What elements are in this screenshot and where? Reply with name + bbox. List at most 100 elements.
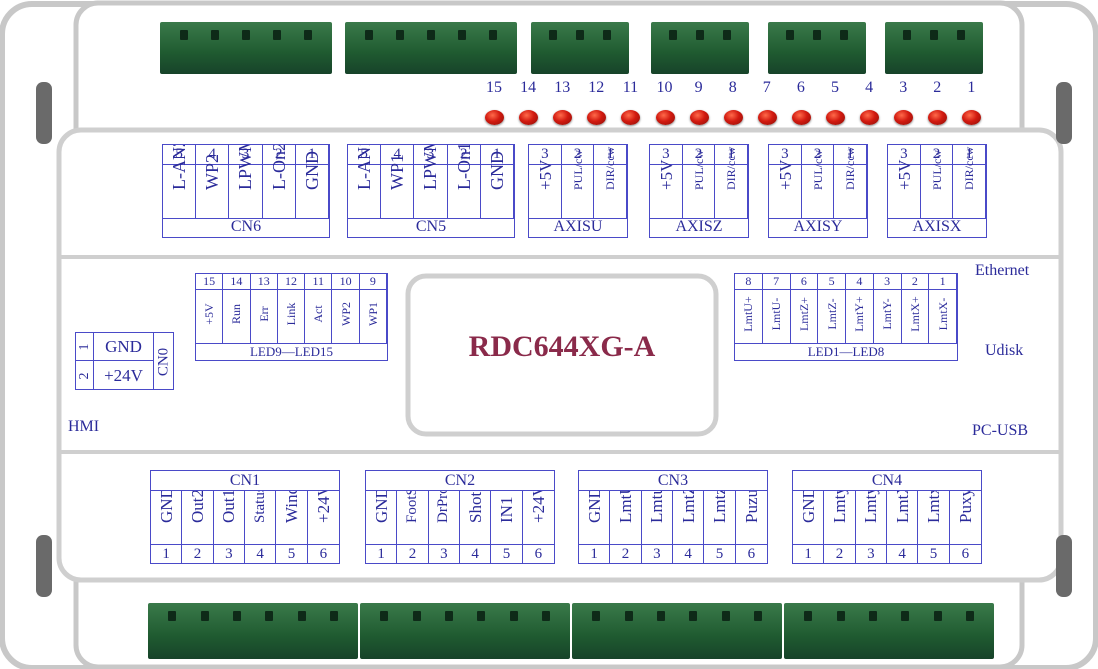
bottom-connector-cn3: [572, 603, 782, 659]
axisy-pin-number: 3: [769, 147, 801, 165]
led1_8-led-signal: LmtU+: [741, 296, 756, 332]
led9_15-led-signal: Run: [229, 304, 244, 325]
bottom-connector-cn4: [784, 603, 994, 659]
cn5-title: CN5: [415, 218, 447, 235]
axisz-pin-signal: +5V: [656, 159, 676, 190]
cn6-pin-number: 2: [262, 147, 295, 165]
axisx-pin-signal: DIR/ccw: [962, 146, 977, 190]
led-number: 14: [520, 79, 537, 96]
cn3-pin-number: 1: [579, 544, 610, 562]
led1_8-led-number: 2: [901, 275, 929, 290]
cn2-pin-signal: Shot: [465, 491, 485, 523]
cn4-pin-4: LmtX-4: [887, 490, 919, 563]
cn5-pin-signal: LPWM1: [420, 145, 441, 190]
led-indicator: [928, 110, 948, 125]
cn4-pin-number: 3: [855, 544, 886, 562]
led1_8-led-number: 4: [846, 275, 873, 290]
top-connector-axisz: [651, 22, 749, 74]
led9_15-led-15: 15+5V: [196, 274, 224, 344]
cn3-pin-signal: LmtZ-: [678, 490, 698, 523]
top-connector-axisu: [531, 22, 629, 74]
axisx-pin-number: 3: [888, 147, 920, 165]
axisz-pin-number: 1: [715, 147, 747, 165]
cn6-pin-number: 3: [229, 147, 262, 165]
cn5-pin-number: 4: [381, 147, 414, 165]
connector-slot: [200, 611, 209, 621]
cn4-pin-number: 4: [887, 544, 918, 562]
led1_8-led-number: 7: [762, 275, 790, 290]
cn3-pin-signal: Lmtz+: [709, 490, 729, 523]
cn2-pin-signal: FootSW: [403, 490, 420, 523]
led9_15-led-signal: +5V: [202, 303, 217, 325]
led1_8-led-signal: LmtZ-: [824, 298, 839, 330]
cn1-pin-signal: Out2: [187, 490, 207, 523]
connector-slot: [541, 611, 550, 621]
axisx-pin-number: 1: [953, 147, 985, 165]
ethernet-label: Ethernet: [975, 262, 1030, 279]
axisy-pin-number: 1: [834, 147, 866, 165]
cn4-pin-5: Lmtx+5: [918, 490, 950, 563]
led-indicator: [621, 110, 641, 125]
led-number: 9: [694, 79, 703, 96]
cn5-pin-signal: WP1: [387, 154, 408, 190]
connector-slot: [721, 611, 730, 621]
cn4-pin-signal: Puxy: [955, 490, 975, 523]
cn1-pin-number: 1: [151, 544, 182, 562]
axisx-pin-number: 2: [920, 147, 953, 165]
connector-slot: [723, 30, 732, 40]
cn2-pin-number: 3: [428, 544, 459, 562]
cn4-pin-number: 5: [918, 544, 949, 562]
cn4-pin-signal: Lmty+: [861, 490, 881, 523]
connector-slot: [395, 30, 404, 40]
led-indicator: [485, 110, 504, 125]
led9_15-led-signal: Link: [283, 302, 298, 326]
connector-slot: [380, 611, 389, 621]
cn4-pin-3: Lmty+ 3: [855, 490, 887, 563]
led-indicator: [894, 110, 914, 125]
connector-slot: [804, 611, 813, 621]
led-indicator: [757, 110, 777, 125]
axisu-pin-number: 2: [561, 147, 594, 165]
cn2-pin-signal: +24V: [528, 490, 548, 523]
led-indicator: [587, 110, 607, 125]
cn1-pin-number: 5: [276, 544, 307, 562]
led1_8-led-signal: LmtZ+: [796, 296, 811, 332]
axisu-pin-number: 3: [529, 147, 561, 165]
connector-slot: [836, 611, 845, 621]
led-number: 2: [933, 79, 942, 96]
connector-slot: [668, 30, 677, 40]
connector-slot: [297, 611, 306, 621]
cn3-pin-signal: LmtU-: [615, 490, 635, 523]
connector-slot: [868, 611, 877, 621]
connector-slot: [901, 611, 910, 621]
led9_15-led-number: 9: [359, 275, 386, 290]
led9_15-led-signal: Act: [311, 305, 326, 323]
axisz-title: AXISZ: [675, 218, 723, 235]
cn4-pin-signal: Lmty-: [829, 490, 849, 523]
cn6-pin-signal: L-AN2: [169, 145, 189, 190]
axisy-pin-number: 2: [801, 147, 834, 165]
cn6-pin-number: 1: [295, 147, 328, 165]
cn5-pin-number: 1: [480, 147, 513, 165]
